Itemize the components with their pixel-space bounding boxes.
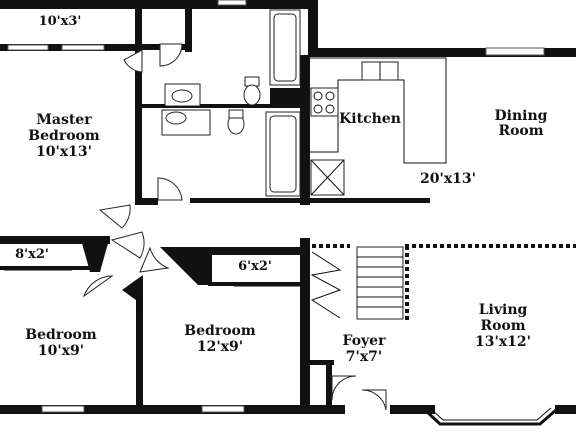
bedroom-left-name: Bedroom [25,327,97,343]
bay-window [423,407,557,426]
master-bedroom-dims: 10'x13' [36,144,92,160]
closet-top-label: 10'x3' [39,14,82,29]
doors [82,43,387,411]
dining-room-dims: 20'x13' [420,171,476,187]
foyer-dims: 7'x7' [346,349,382,365]
room-labels: 10'x3' Master Bedroom 10'x13' Kitchen Di… [15,14,548,365]
windows [7,0,545,413]
dashed-openings [312,244,576,320]
closet-tracks [4,269,300,287]
kitchen-fixtures [310,57,447,196]
bedroom-left-dims: 10'x9' [38,343,84,359]
bedroom-mid-dims: 12'x9' [197,339,243,355]
bedroom-mid-name: Bedroom [184,323,256,339]
master-bedroom-name-1: Master [36,112,92,128]
dining-room-name-1: Dining [495,108,548,124]
master-bedroom-name-2: Bedroom [28,128,100,144]
kitchen-name: Kitchen [339,111,401,127]
bathroom-fixtures [161,9,301,197]
dining-room-name-2: Room [498,123,543,139]
living-room-dims: 13'x12' [475,334,531,350]
foyer-name: Foyer [343,333,387,349]
living-room-name-1: Living [479,302,528,318]
closet-left-label: 8'x2' [15,247,49,262]
stairs [310,246,404,320]
living-room-name-2: Room [480,318,525,334]
closet-mid-label: 6'x2' [238,259,272,274]
